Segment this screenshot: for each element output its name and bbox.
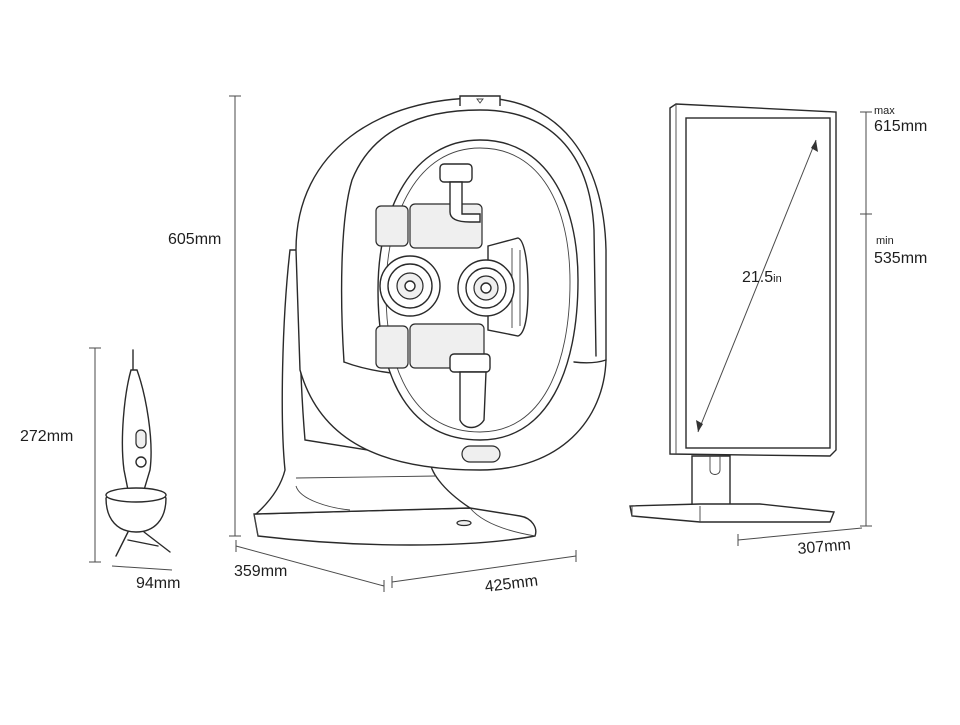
monitor-height-dimension <box>860 111 872 527</box>
analyzer-height-dimension <box>229 95 241 537</box>
probe-handle <box>121 369 152 491</box>
monitor-diagonal-value: 21.5 <box>742 269 774 286</box>
monitor-stand-neck <box>691 455 731 511</box>
handheld-probe <box>105 349 171 557</box>
monitor-min-value: 535mm <box>874 250 928 267</box>
analyzer-light-panels <box>375 203 485 369</box>
monitor-max-label: max <box>874 105 895 117</box>
analyzer-height-label: 605mm <box>168 231 222 248</box>
probe-width-dimension <box>111 565 173 571</box>
monitor-width-dimension <box>737 527 863 546</box>
monitor-stand-base <box>629 503 835 523</box>
probe-height-label: 272mm <box>20 428 74 445</box>
monitor-diagonal-unit: in <box>773 273 782 285</box>
probe-switch <box>135 429 147 449</box>
diagonal-arrow <box>697 139 817 433</box>
analyzer-rests <box>439 163 491 429</box>
analyzer-depth-label: 359mm <box>234 563 288 580</box>
monitor-diagonal-label: 21.5in <box>742 270 782 286</box>
probe-button <box>135 456 147 468</box>
analyzer-depth-dimension <box>235 540 385 592</box>
analyzer-cameras <box>379 237 529 337</box>
probe-stand-legs <box>115 531 171 557</box>
probe-height-dimension <box>89 347 101 563</box>
skin-analyzer <box>253 95 607 546</box>
probe-width-label: 94mm <box>136 575 181 592</box>
monitor-max-value: 615mm <box>874 118 928 135</box>
analyzer-base <box>253 507 537 546</box>
monitor <box>629 103 837 523</box>
analyzer-width-dimension <box>391 550 577 588</box>
analyzer-handle-slot <box>461 445 501 463</box>
monitor-min-label: min <box>876 235 894 247</box>
